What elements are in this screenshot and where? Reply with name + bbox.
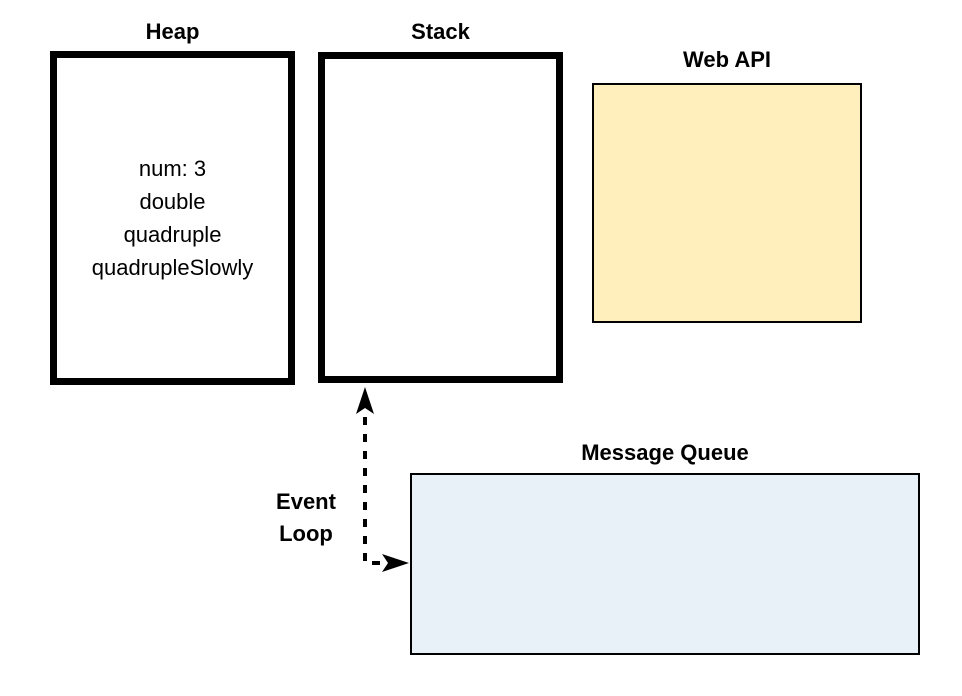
heap-item: quadruple: [123, 222, 222, 247]
message-queue-title: Message Queue: [581, 440, 749, 465]
heap-box: num: 3 double quadruple quadrupleSlowly: [50, 51, 295, 385]
arrowhead-up-to-stack-icon: [356, 387, 374, 414]
stack-box: [318, 52, 563, 383]
event-loop-label-line1: Event: [276, 489, 336, 514]
heap-item: num: 3: [138, 156, 207, 181]
heap-item: quadrupleSlowly: [91, 255, 254, 280]
event-loop-label: Event Loop: [246, 486, 366, 550]
event-loop-label-line2: Loop: [279, 521, 333, 546]
arrowhead-right-to-queue-icon: [382, 554, 409, 572]
heap-item: double: [139, 189, 206, 214]
message-queue-box: [410, 473, 920, 655]
web-api-box: [592, 83, 862, 323]
heap-title: Heap: [145, 19, 200, 44]
stack-title: Stack: [411, 19, 470, 44]
event-loop-dashed-path: [363, 417, 381, 565]
web-api-title: Web API: [682, 47, 771, 72]
